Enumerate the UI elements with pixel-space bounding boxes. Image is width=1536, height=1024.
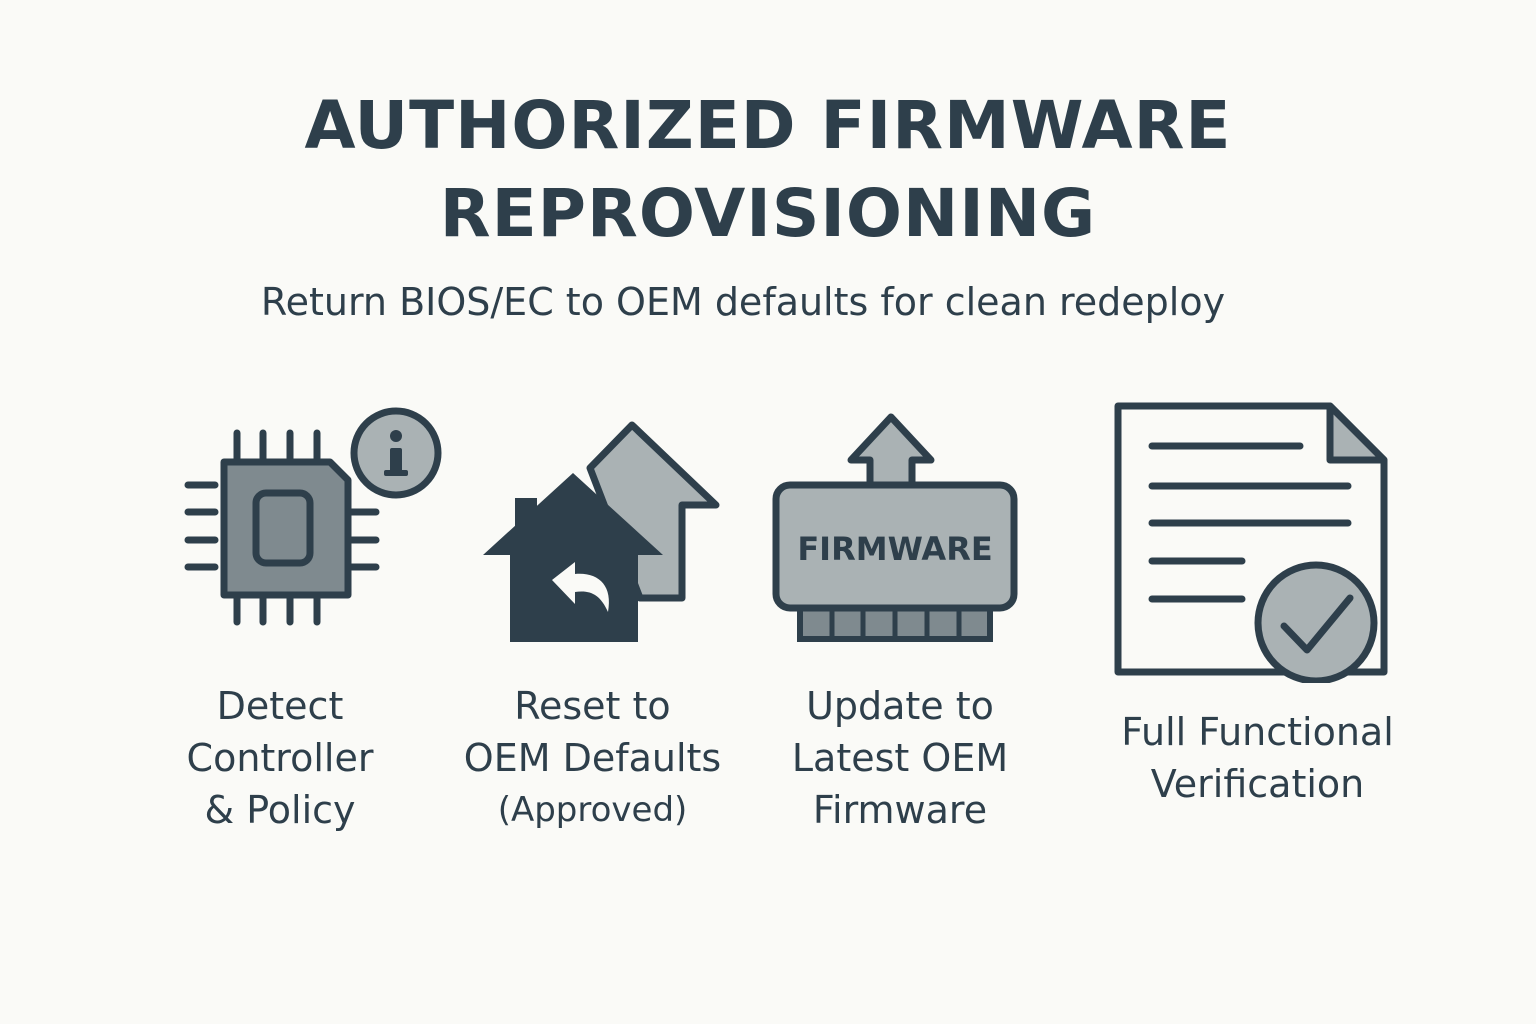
step-1-line-1: Detect [216, 684, 344, 728]
firmware-update-icon: FIRMWARE [772, 413, 1018, 642]
firmware-chip-label: FIRMWARE [797, 530, 992, 568]
step-3-line-3: Firmware [812, 788, 988, 832]
document-check-icon [1114, 402, 1388, 683]
step-4-line-1: Full Functional [1121, 710, 1394, 754]
step-label-detect: Detect Controller & Policy [140, 680, 420, 836]
page-title: AUTHORIZED FIRMWARE REPROVISIONING [0, 82, 1536, 258]
step-2-line-2: OEM Defaults [463, 736, 722, 780]
step-label-update: Update to Latest OEM Firmware [760, 680, 1040, 836]
step-2-line-1: Reset to [514, 684, 671, 728]
step-1-line-3: & Policy [204, 788, 356, 832]
step-3-line-2: Latest OEM [791, 736, 1009, 780]
title-line-1: AUTHORIZED FIRMWARE [304, 87, 1232, 164]
title-line-2: REPROVISIONING [439, 175, 1097, 252]
step-label-reset: Reset to OEM Defaults (Approved) [440, 680, 745, 836]
step-1-line-2: Controller [186, 736, 374, 780]
subtitle: Return BIOS/EC to OEM defaults for clean… [260, 280, 1226, 324]
step-label-verify: Full Functional Verification [1075, 706, 1440, 810]
step-3-line-1: Update to [806, 684, 994, 728]
chip-info-icon [184, 407, 442, 626]
step-4-line-2: Verification [1150, 762, 1365, 806]
home-reset-icon [483, 421, 720, 642]
step-2-line-3: (Approved) [497, 790, 688, 830]
